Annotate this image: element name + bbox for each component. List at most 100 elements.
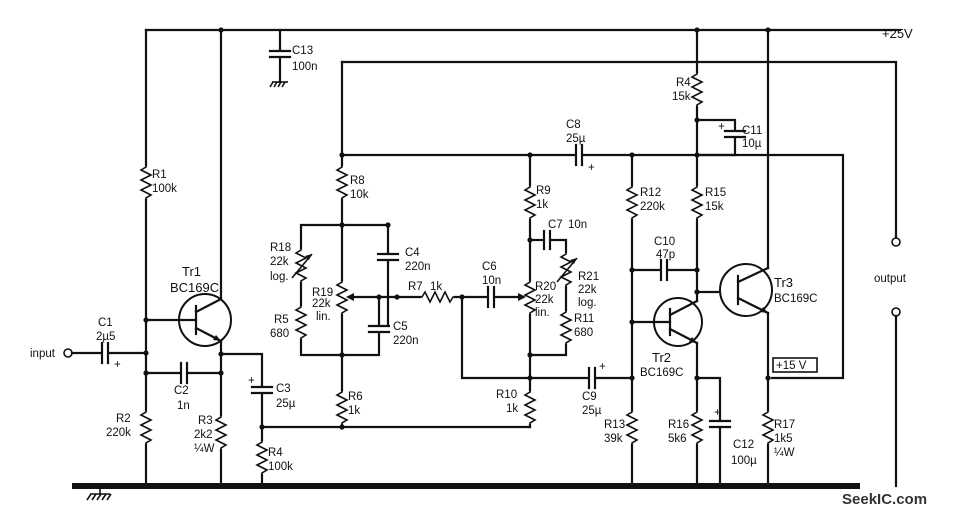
svg-text:100k: 100k — [152, 183, 177, 195]
svg-text:Tr1: Tr1 — [182, 264, 201, 279]
svg-text:220k: 220k — [640, 201, 665, 213]
resistor-r7: R6 1k — [348, 391, 363, 417]
svg-text:C10: C10 — [654, 236, 675, 248]
resistor-r3: R3 2k2 ¼W — [194, 415, 215, 455]
svg-text:C1: C1 — [98, 317, 113, 329]
potentiometer-r21: R21 22k log. — [556, 257, 599, 309]
svg-text:+: + — [718, 121, 725, 133]
svg-text:C11: C11 — [742, 125, 762, 137]
svg-text:R6: R6 — [348, 391, 363, 403]
transistor-tr2: Tr2 BC169C — [640, 297, 703, 379]
svg-text:R7: R7 — [408, 281, 423, 293]
capacitor-c8: C8 25µ + — [566, 119, 595, 174]
transistor-tr1: Tr1 BC169C — [170, 264, 232, 347]
resistor-r6: R8 10k — [350, 175, 369, 201]
svg-text:+: + — [248, 375, 255, 387]
svg-text:1k: 1k — [536, 199, 548, 211]
svg-text:22k: 22k — [578, 284, 597, 296]
svg-text:R16: R16 — [668, 419, 689, 431]
svg-text:C9: C9 — [582, 391, 597, 403]
svg-text:25µ: 25µ — [276, 398, 296, 410]
svg-text:25µ: 25µ — [566, 133, 586, 145]
capacitor-c5: C5 220n — [367, 321, 419, 347]
svg-text:22k: 22k — [312, 298, 331, 310]
svg-text:C12: C12 — [733, 439, 754, 451]
svg-text:lin.: lin. — [316, 311, 331, 323]
svg-text:C4: C4 — [405, 247, 420, 259]
svg-text:C6: C6 — [482, 261, 497, 273]
voltage-reference-box: +15 V — [772, 357, 818, 373]
ground-symbol-main — [86, 486, 112, 501]
capacitor-c10: C10 47p — [654, 236, 675, 282]
svg-text:+15 V: +15 V — [776, 360, 807, 372]
svg-text:10µ: 10µ — [742, 138, 762, 150]
svg-text:R8: R8 — [350, 175, 365, 187]
svg-text:10n: 10n — [568, 219, 587, 231]
capacitor-c11: + C11 10µ — [718, 121, 762, 150]
svg-text:5k6: 5k6 — [668, 433, 687, 445]
resistor-r17: R17 1k5 ¼W — [774, 419, 795, 459]
capacitor-c4: C4 220n — [376, 247, 431, 273]
svg-text:C13: C13 — [292, 45, 313, 57]
svg-text:C5: C5 — [393, 321, 408, 333]
svg-text:BC169C: BC169C — [774, 293, 817, 305]
svg-text:100µ: 100µ — [731, 455, 757, 467]
input-terminal — [63, 348, 73, 358]
svg-text:R13: R13 — [604, 419, 625, 431]
svg-text:R4: R4 — [676, 77, 691, 89]
resistor-r9: R9 1k — [536, 185, 551, 211]
svg-text:R15: R15 — [705, 187, 726, 199]
svg-text:log.: log. — [270, 271, 289, 283]
svg-text:¼W: ¼W — [774, 447, 795, 459]
svg-text:+: + — [588, 162, 595, 174]
resistor-r11: R11 680 — [574, 313, 594, 339]
potentiometer-r19: R19 22k lin. — [312, 287, 354, 323]
output-label: output — [874, 273, 907, 285]
output-terminal-top — [891, 237, 901, 247]
svg-text:1k: 1k — [506, 403, 518, 415]
svg-text:1n: 1n — [177, 400, 190, 412]
resistor-r5: R5 680 — [270, 314, 289, 340]
resistor-r13: R13 39k — [604, 419, 625, 445]
svg-text:C7: C7 — [548, 219, 563, 231]
capacitor-c13: C13 100n — [268, 28, 318, 88]
resistor-r10: R10 1k — [496, 389, 518, 415]
svg-text:C2: C2 — [174, 385, 189, 397]
svg-text:25µ: 25µ — [582, 405, 602, 417]
svg-text:100n: 100n — [292, 61, 318, 73]
svg-text:15k: 15k — [672, 91, 691, 103]
svg-text:R3: R3 — [198, 415, 213, 427]
transistor-tr3: Tr3 BC169C — [719, 263, 817, 317]
svg-text:2µ5: 2µ5 — [96, 331, 115, 343]
capacitor-c1: C1 2µ5 + — [96, 317, 121, 371]
svg-text:R17: R17 — [774, 419, 795, 431]
resistor-r16: R16 5k6 — [668, 419, 689, 445]
capacitor-c12: + C12 100µ — [708, 407, 757, 467]
svg-text:680: 680 — [574, 327, 593, 339]
svg-text:15k: 15k — [705, 201, 724, 213]
svg-text:+: + — [714, 407, 721, 419]
resistor-r2: R2 220k — [106, 413, 131, 439]
svg-text:10k: 10k — [350, 189, 369, 201]
resistor-r1: R1 100k — [152, 169, 177, 195]
svg-text:C8: C8 — [566, 119, 581, 131]
svg-text:lin.: lin. — [535, 307, 550, 319]
svg-text:BC169C: BC169C — [170, 280, 219, 295]
output-terminal-bottom — [891, 307, 901, 317]
svg-text:1k: 1k — [348, 405, 360, 417]
svg-text:R19: R19 — [312, 287, 333, 299]
resistor-r12: R12 220k — [640, 187, 665, 213]
svg-text:+: + — [599, 361, 606, 373]
supply-label: +25V — [882, 26, 913, 41]
svg-text:R11: R11 — [574, 313, 594, 325]
svg-text:BC169C: BC169C — [640, 367, 683, 379]
svg-text:R12: R12 — [640, 187, 661, 199]
svg-text:Tr2: Tr2 — [652, 350, 671, 365]
svg-text:¼W: ¼W — [194, 443, 215, 455]
resistor-r4-input: R4 100k — [268, 447, 293, 473]
input-label: input — [30, 348, 56, 360]
svg-text:1k5: 1k5 — [774, 433, 793, 445]
svg-text:1k: 1k — [430, 281, 442, 293]
svg-text:22k: 22k — [535, 294, 554, 306]
